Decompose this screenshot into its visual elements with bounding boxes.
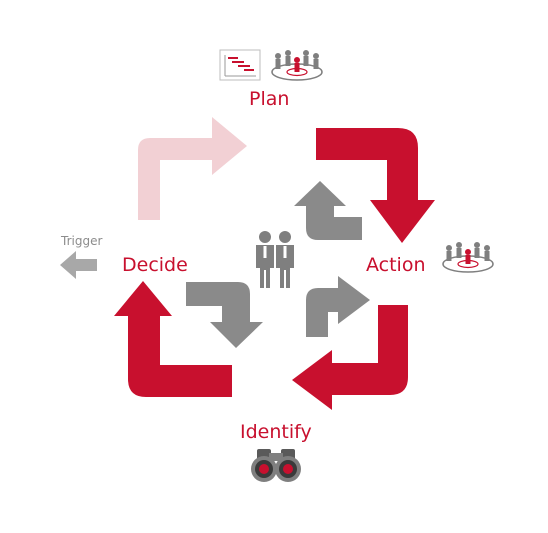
- two-people-icon: [256, 231, 294, 288]
- stage-label-action: Action: [366, 254, 426, 276]
- inner-arrow-right: [306, 276, 370, 337]
- inner-arrow-top: [294, 181, 362, 240]
- arrow-plan-to-action: [316, 128, 435, 243]
- team-meeting-icon: [271, 50, 323, 81]
- stage-label-decide: Decide: [122, 254, 188, 276]
- stage-label-plan: Plan: [249, 88, 290, 110]
- arrow-decide-to-plan: [138, 117, 247, 220]
- trigger-arrow: [60, 251, 97, 279]
- arrow-identify-to-decide: [114, 281, 232, 397]
- gantt-chart-icon: [219, 49, 261, 81]
- binoculars-icon: [251, 449, 301, 482]
- stage-label-identify: Identify: [240, 421, 312, 443]
- inner-arrow-left: [186, 282, 263, 348]
- team-meeting-icon-action: [442, 242, 494, 273]
- arrow-action-to-identify: [292, 305, 408, 410]
- trigger-label: Trigger: [61, 234, 103, 248]
